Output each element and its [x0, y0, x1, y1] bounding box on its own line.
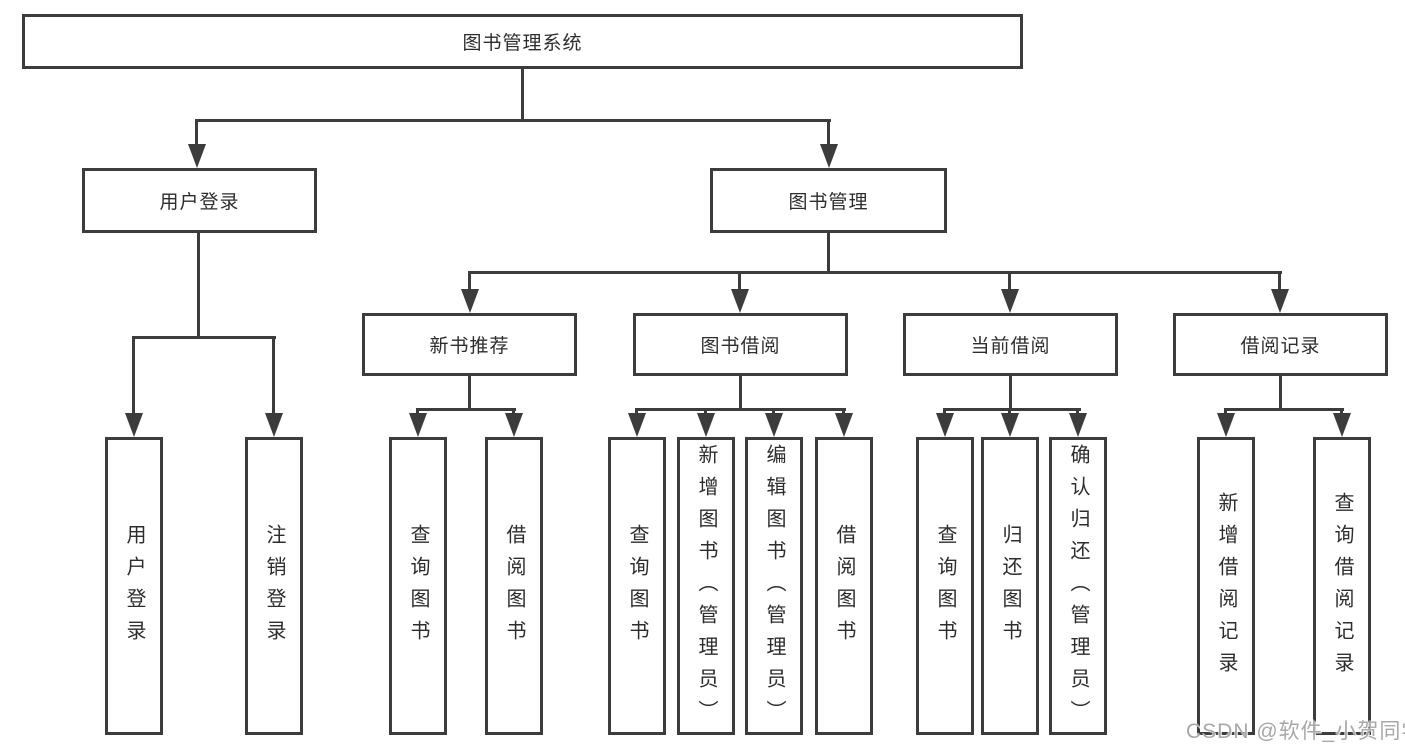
arrow-to-edit-book	[765, 408, 783, 437]
arrow-shaft	[1278, 271, 1281, 297]
arrow-shaft	[272, 336, 275, 421]
leaf-user-login: 用户登录	[105, 437, 163, 735]
connector-new-book-branch-bar	[416, 408, 516, 411]
leaf-query-books-2: 查询图书	[608, 437, 666, 735]
arrowhead-down-icon	[505, 413, 523, 437]
arrow-to-add-book	[697, 408, 715, 437]
arrowhead-down-icon	[1001, 413, 1019, 437]
arrowhead-down-icon	[1069, 413, 1087, 437]
arrowhead-down-icon	[1001, 289, 1019, 313]
arrow-shaft	[132, 336, 135, 421]
arrow-to-current-borrow	[1001, 271, 1019, 313]
connector-current-borrow-branch-bar	[944, 408, 1081, 411]
node-book-management: 图书管理	[710, 168, 947, 233]
connector-book-mgmt-trunk	[827, 230, 830, 274]
arrow-shaft	[195, 119, 198, 152]
leaf-confirm-return-admin: 确认归还（管理员）	[1049, 437, 1107, 735]
arrow-to-leaf-user-login	[125, 336, 143, 437]
leaf-borrow-books-1: 借阅图书	[485, 437, 543, 735]
arrow-to-confirm-return	[1069, 408, 1087, 437]
arrow-to-leaf-logout	[265, 336, 283, 437]
connector-new-book-trunk	[468, 374, 471, 411]
node-root-library-system: 图书管理系统	[22, 14, 1023, 69]
leaf-add-borrow-record: 新增借阅记录	[1197, 437, 1255, 735]
arrowhead-down-icon	[835, 413, 853, 437]
arrowhead-down-icon	[765, 413, 783, 437]
arrowhead-down-icon	[188, 144, 206, 168]
connector-root-trunk	[521, 67, 524, 122]
arrowhead-down-icon	[820, 144, 838, 168]
leaf-return-book: 归还图书	[981, 437, 1039, 735]
connector-user-login-branch-bar	[132, 336, 276, 339]
connector-current-borrow-trunk	[1009, 374, 1012, 411]
arrowhead-down-icon	[461, 289, 479, 313]
arrow-shaft	[468, 271, 471, 297]
node-borrowing-records: 借阅记录	[1173, 313, 1388, 376]
leaf-query-books-3: 查询图书	[916, 437, 974, 735]
arrow-to-user-login	[188, 119, 206, 168]
arrowhead-down-icon	[936, 413, 954, 437]
connector-book-borrow-branch-bar	[635, 408, 846, 411]
leaf-query-borrow-record: 查询借阅记录	[1313, 437, 1371, 735]
connector-borrow-records-branch-bar	[1224, 408, 1344, 411]
arrowhead-down-icon	[628, 413, 646, 437]
arrowhead-down-icon	[409, 413, 427, 437]
arrow-shaft	[827, 119, 830, 152]
leaf-edit-book-admin: 编辑图书（管理员）	[745, 437, 803, 735]
arrow-to-book-borrow	[731, 271, 749, 313]
arrowhead-down-icon	[265, 413, 283, 437]
arrow-to-add-borrow-record	[1217, 408, 1235, 437]
arrow-to-borrow-books-2	[835, 408, 853, 437]
node-user-login: 用户登录	[82, 168, 317, 233]
csdn-watermark: CSDN @软件_小贺同学	[1186, 720, 1405, 743]
arrowhead-down-icon	[1271, 289, 1289, 313]
connector-root-branch-bar	[195, 119, 831, 122]
arrow-shaft	[738, 271, 741, 297]
arrow-to-query-books-3	[936, 408, 954, 437]
arrow-to-query-borrow-record	[1333, 408, 1351, 437]
arrow-to-query-books-1	[409, 408, 427, 437]
arrow-to-return-book	[1001, 408, 1019, 437]
node-book-borrowing: 图书借阅	[633, 313, 848, 376]
arrowhead-down-icon	[1333, 413, 1351, 437]
arrow-to-borrow-books-1	[505, 408, 523, 437]
connector-user-login-trunk	[197, 230, 200, 339]
leaf-query-books-1: 查询图书	[389, 437, 447, 735]
arrowhead-down-icon	[125, 413, 143, 437]
arrow-to-new-book-rec	[461, 271, 479, 313]
leaf-add-book-admin: 新增图书（管理员）	[677, 437, 735, 735]
arrow-to-query-books-2	[628, 408, 646, 437]
connector-book-mgmt-branch-bar	[468, 271, 1282, 274]
connector-borrow-records-trunk	[1279, 374, 1282, 411]
arrowhead-down-icon	[731, 289, 749, 313]
arrow-to-borrow-records	[1271, 271, 1289, 313]
leaf-borrow-books-2: 借阅图书	[815, 437, 873, 735]
node-new-book-recommendation: 新书推荐	[362, 313, 577, 376]
arrowhead-down-icon	[697, 413, 715, 437]
node-current-borrowing: 当前借阅	[903, 313, 1118, 376]
connector-book-borrow-trunk	[739, 374, 742, 411]
arrowhead-down-icon	[1217, 413, 1235, 437]
leaf-logout: 注销登录	[245, 437, 303, 735]
arrow-shaft	[1008, 271, 1011, 297]
arrow-to-book-management	[820, 119, 838, 168]
